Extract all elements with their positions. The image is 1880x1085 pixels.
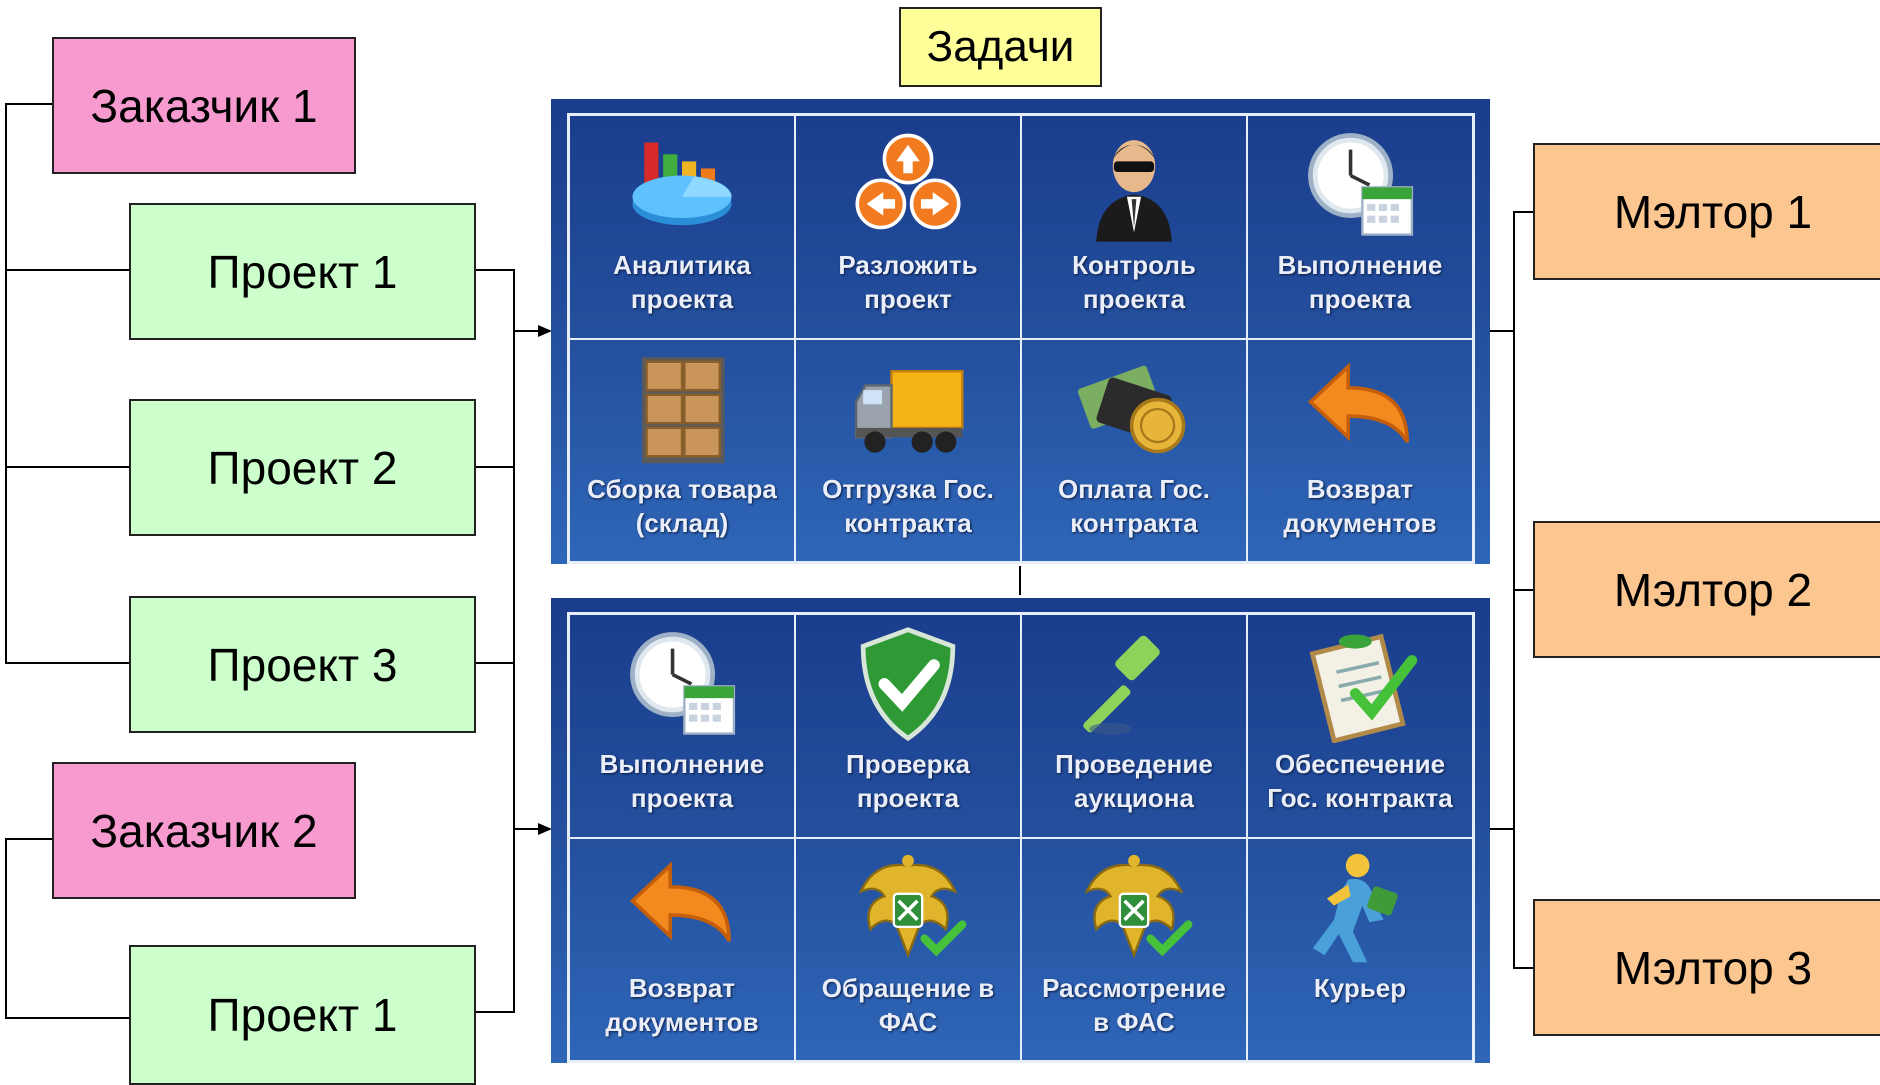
task-tile[interactable]: Возврат документов: [569, 837, 795, 1061]
task-tile-label: Рассмотрение в ФАС: [1042, 972, 1226, 1037]
task-tile[interactable]: Рассмотрение в ФАС: [1021, 837, 1247, 1061]
return-arrow-icon: [623, 849, 741, 967]
task-tile[interactable]: Разложить проект: [795, 115, 1021, 339]
task-tile-label: Сборка товара (склад): [587, 473, 777, 538]
shield-check-icon: [849, 625, 967, 743]
task-tile-label: Курьер: [1313, 972, 1407, 1003]
client-1-box[interactable]: Заказчик 1: [52, 37, 356, 174]
clock-calendar-icon: [623, 625, 741, 743]
task-tile-label: Разложить проект: [838, 250, 978, 314]
emblem-icon: [849, 849, 967, 967]
task-tile-label: Возврат документов: [605, 972, 759, 1037]
task-tile-label: Аналитика проекта: [613, 250, 751, 314]
agent-icon: [1075, 126, 1193, 244]
task-tile-label: Выполнение проекта: [1277, 250, 1443, 314]
task-tile-label: Обращение в ФАС: [821, 972, 995, 1037]
project-4-box[interactable]: Проект 1: [129, 945, 476, 1085]
task-tile[interactable]: Отгрузка Гос. контракта: [795, 338, 1021, 562]
client2-tree-line: [5, 838, 129, 1019]
mentor-1-box[interactable]: Мэлтор 1: [1533, 143, 1880, 280]
task-tile[interactable]: Оплата Гос. контракта: [1021, 338, 1247, 562]
project-1-box[interactable]: Проект 1: [129, 203, 476, 340]
task-tile[interactable]: Возврат документов: [1247, 338, 1473, 562]
tasks-panel-top: Аналитика проекта Разложить проект Контрол…: [551, 99, 1490, 564]
mentor-2-box[interactable]: Мэлтор 2: [1533, 521, 1880, 658]
task-tile[interactable]: Обращение в ФАС: [795, 837, 1021, 1061]
task-tile-label: Оплата Гос. контракта: [1058, 473, 1210, 538]
project-3-box[interactable]: Проект 3: [129, 596, 476, 733]
task-tile[interactable]: Обеспечение Гос. контракта: [1247, 614, 1473, 838]
task-tile[interactable]: Выполнение проекта: [569, 614, 795, 838]
boxes-icon: [623, 350, 741, 468]
tasks-panel-bottom: Выполнение проекта Проверка проекта Провед…: [551, 598, 1490, 1063]
task-tile[interactable]: Проверка проекта: [795, 614, 1021, 838]
truck-icon: [849, 350, 967, 468]
clock-calendar-icon: [1301, 126, 1419, 244]
task-tile[interactable]: Проведение аукциона: [1021, 614, 1247, 838]
tasks-grid-top: Аналитика проекта Разложить проект Контрол…: [567, 113, 1475, 564]
tasks-grid-bottom: Выполнение проекта Проверка проекта Провед…: [567, 612, 1475, 1063]
arrow-head-bottom: [538, 823, 552, 835]
checklist-icon: [1301, 625, 1419, 743]
mentor-3-box[interactable]: Мэлтор 3: [1533, 899, 1880, 1036]
task-tile[interactable]: Сборка товара (склад): [569, 338, 795, 562]
arrow-head-top: [538, 325, 552, 337]
task-tile-label: Проведение аукциона: [1055, 749, 1213, 813]
task-tile[interactable]: Контроль проекта: [1021, 115, 1247, 339]
tasks-title: Задачи: [899, 7, 1102, 87]
emblem-icon: [1075, 849, 1193, 967]
project-2-box[interactable]: Проект 2: [129, 399, 476, 536]
task-tile-label: Проверка проекта: [846, 749, 970, 813]
gavel-icon: [1075, 625, 1193, 743]
task-tile-label: Выполнение проекта: [599, 749, 765, 813]
task-tile[interactable]: Выполнение проекта: [1247, 115, 1473, 339]
task-tile-label: Обеспечение Гос. контракта: [1267, 749, 1453, 813]
task-tile[interactable]: Аналитика проекта: [569, 115, 795, 339]
task-tile-label: Контроль проекта: [1072, 250, 1196, 314]
arrows-icon: [849, 126, 967, 244]
task-tile-label: Возврат документов: [1283, 473, 1437, 538]
return-arrow-icon: [1301, 350, 1419, 468]
money-icon: [1075, 350, 1193, 468]
courier-icon: [1301, 849, 1419, 967]
chart-icon: [623, 126, 741, 244]
client1-tree-line: [5, 103, 129, 664]
projects-bus-line: [476, 269, 515, 1013]
task-tile-label: Отгрузка Гос. контракта: [822, 473, 994, 538]
task-tile[interactable]: Курьер: [1247, 837, 1473, 1061]
client-2-box[interactable]: Заказчик 2: [52, 762, 356, 899]
